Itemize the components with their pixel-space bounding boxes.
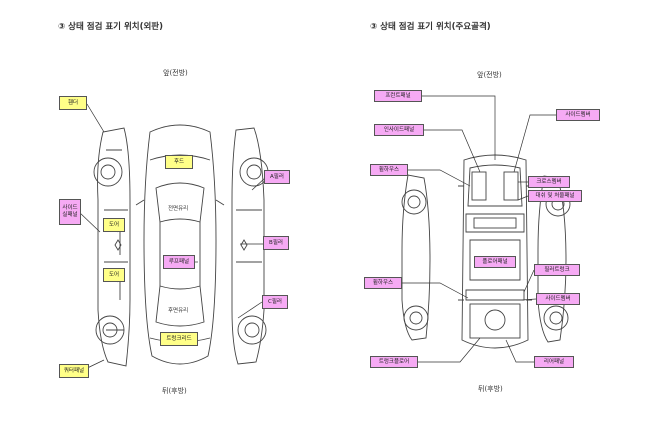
right-car-drawing — [401, 95, 571, 363]
left-rear-label: 뒤(후방) — [162, 387, 187, 395]
label-rear-panel: 리어패널 — [534, 356, 574, 368]
text-front-glass: 전면유리 — [168, 206, 189, 212]
label-side-sill: 사이드 실패널 — [59, 199, 81, 225]
label-front-panel: 프런트패널 — [374, 90, 422, 102]
label-cross-member: 크로스멤버 — [528, 176, 570, 188]
label-c-pillar: C필러 — [262, 295, 288, 309]
label-fender: 휀더 — [59, 96, 87, 110]
left-car-drawing — [78, 103, 269, 373]
label-side-member-rear: 사이드멤버 — [536, 293, 580, 305]
right-car-diagram: 프런트패널 인사이드패널 사이드멤버 휠하우스 크로스멤버 대쉬 및 처울패널 … — [330, 0, 660, 422]
label-front-door: 도어 — [103, 218, 125, 232]
label-inside-panel: 인사이드패널 — [374, 124, 424, 136]
label-quarter-panel: 쿼터패널 — [59, 364, 89, 378]
left-front-label: 앞(전방) — [163, 69, 188, 77]
label-a-pillar: A필러 — [264, 170, 290, 184]
label-hood: 후드 — [165, 155, 193, 169]
left-car-diagram: 휀더 사이드 실패널 도어 도어 쿼터패널 후드 전면유리 루프패널 후면유리 … — [59, 96, 290, 378]
right-front-label: 앞(전방) — [477, 71, 502, 79]
left-title: ③ 상태 점검 표기 위치(외판) — [58, 22, 164, 32]
label-roof-panel: 루프패널 — [163, 255, 195, 269]
label-trunk-floor: 트렁크플로어 — [370, 356, 418, 368]
label-wheel-house-rear: 휠하우스 — [364, 277, 402, 289]
label-wheel-house-front: 휠하우스 — [370, 164, 408, 176]
label-rear-door: 도어 — [103, 268, 125, 282]
text-rear-glass: 후면유리 — [168, 308, 189, 314]
label-floor-panel: 플로어패널 — [474, 256, 516, 268]
label-pillar-panel: 필러트렁크 — [534, 264, 580, 276]
label-trunk-lid: 트렁크리드 — [160, 332, 198, 346]
right-rear-label: 뒤(후방) — [478, 385, 503, 393]
right-title: ③ 상태 점검 표기 위치(주요골격) — [370, 22, 491, 32]
label-b-pillar: B필러 — [263, 236, 289, 250]
label-dash-floor-panel: 대쉬 및 처울패널 — [528, 190, 582, 202]
label-side-member-front: 사이드멤버 — [556, 109, 600, 121]
